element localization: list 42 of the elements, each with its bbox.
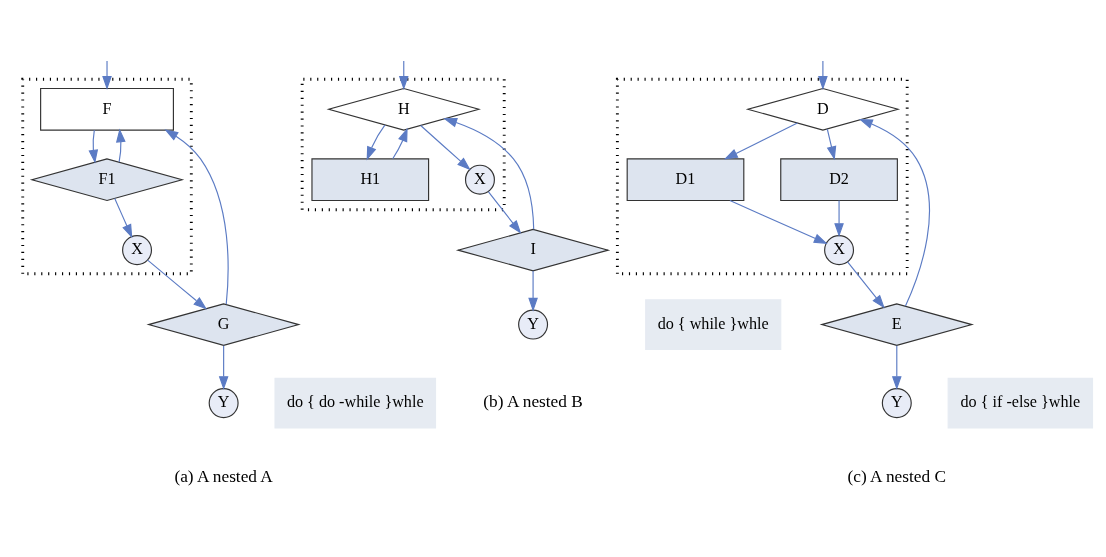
arrow — [114, 197, 133, 238]
node-box: do { if -else }whle — [947, 377, 1094, 429]
arrow — [826, 127, 837, 160]
node-circle: Y — [518, 309, 549, 340]
arrow — [858, 118, 931, 307]
node-circle: X — [122, 234, 153, 265]
node-circle: X — [464, 164, 495, 195]
arrow — [420, 124, 471, 170]
node-circle: Y — [208, 387, 239, 418]
node-diamond: F1 — [29, 157, 185, 201]
node-box: F — [40, 87, 174, 131]
arrow — [723, 122, 798, 159]
label: (a) A nested A — [174, 466, 273, 486]
arrow — [834, 199, 844, 237]
arrow — [116, 127, 126, 162]
arrow — [88, 129, 99, 164]
node-diamond: H — [326, 87, 481, 131]
arrow — [528, 269, 538, 312]
node-box: D2 — [780, 157, 898, 201]
arrow — [102, 59, 112, 90]
node-box: H1 — [311, 157, 430, 201]
arrow — [891, 344, 902, 390]
node-box: do { do -while }whle — [274, 377, 437, 429]
arrow — [164, 128, 229, 305]
label: (c) A nested C — [847, 466, 947, 486]
arrow — [729, 199, 828, 244]
node-circle: X — [824, 234, 855, 265]
arrow — [392, 127, 408, 159]
arrow — [218, 344, 229, 390]
arrow — [366, 124, 386, 160]
arrow — [487, 190, 522, 234]
node-diamond: I — [455, 228, 611, 271]
arrow — [147, 259, 208, 310]
label: (b) A nested B — [483, 391, 583, 411]
arrow — [847, 260, 885, 308]
node-diamond: E — [819, 302, 974, 346]
node-box: do { while }whle — [645, 298, 782, 350]
arrow — [818, 59, 828, 90]
arrow — [443, 117, 535, 230]
node-circle: Y — [881, 387, 912, 418]
node-box: D1 — [626, 157, 745, 201]
node-diamond: G — [146, 302, 301, 346]
